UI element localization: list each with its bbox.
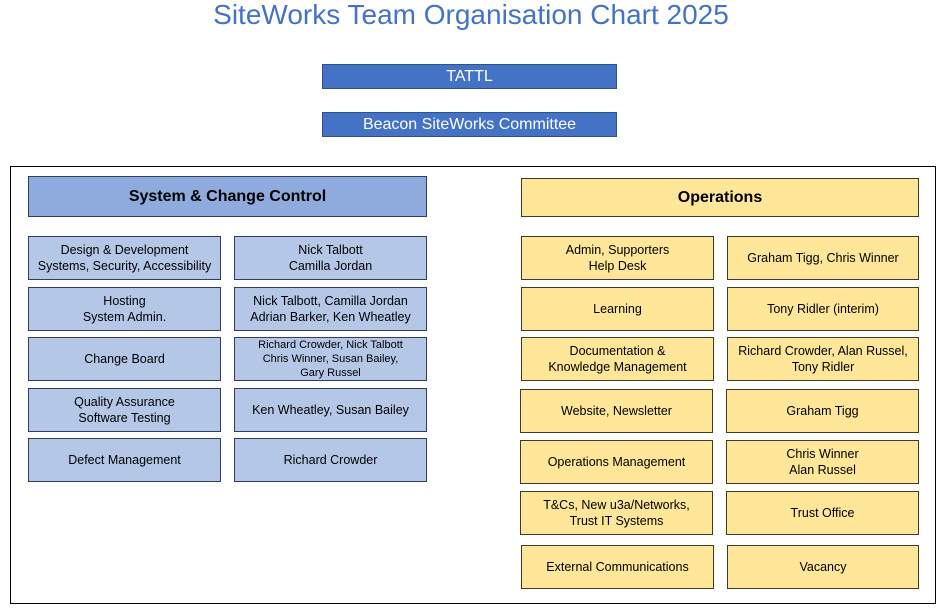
left-people-0: Nick Talbott Camilla Jordan bbox=[234, 236, 427, 280]
left-function-4: Defect Management bbox=[28, 438, 221, 482]
right-people-0: Graham Tigg, Chris Winner bbox=[727, 236, 919, 280]
right-people-4: Chris Winner Alan Russel bbox=[726, 440, 919, 484]
system-change-control-heading: System & Change Control bbox=[28, 176, 427, 217]
beacon-committee-box: Beacon SiteWorks Committee bbox=[322, 112, 617, 137]
left-function-0: Design & Development Systems, Security, … bbox=[28, 236, 221, 280]
right-function-2: Documentation & Knowledge Management bbox=[521, 337, 714, 381]
right-function-1: Learning bbox=[521, 287, 714, 331]
right-function-0: Admin, Supporters Help Desk bbox=[521, 236, 714, 280]
right-function-3: Website, Newsletter bbox=[520, 389, 713, 433]
left-function-1: Hosting System Admin. bbox=[28, 287, 221, 331]
left-people-4: Richard Crowder bbox=[234, 438, 427, 482]
chart-title: SiteWorks Team Organisation Chart 2025 bbox=[213, 0, 729, 30]
right-people-1: Tony Ridler (interim) bbox=[727, 287, 919, 331]
left-people-1: Nick Talbott, Camilla Jordan Adrian Bark… bbox=[234, 287, 427, 331]
left-function-2: Change Board bbox=[28, 337, 221, 381]
right-function-5: T&Cs, New u3a/Networks, Trust IT Systems bbox=[520, 491, 713, 535]
right-function-4: Operations Management bbox=[520, 440, 713, 484]
right-people-5: Trust Office bbox=[726, 491, 919, 535]
right-people-6: Vacancy bbox=[727, 545, 919, 589]
left-people-3: Ken Wheatley, Susan Bailey bbox=[234, 388, 427, 432]
left-function-3: Quality Assurance Software Testing bbox=[28, 388, 221, 432]
operations-heading: Operations bbox=[521, 178, 919, 217]
right-function-6: External Communications bbox=[521, 545, 714, 589]
right-people-2: Richard Crowder, Alan Russel, Tony Ridle… bbox=[727, 337, 919, 381]
right-people-3: Graham Tigg bbox=[726, 389, 919, 433]
org-frame bbox=[10, 166, 936, 604]
tattl-box: TATTL bbox=[322, 64, 617, 89]
left-people-2: Richard Crowder, Nick Talbott Chris Winn… bbox=[234, 337, 427, 381]
